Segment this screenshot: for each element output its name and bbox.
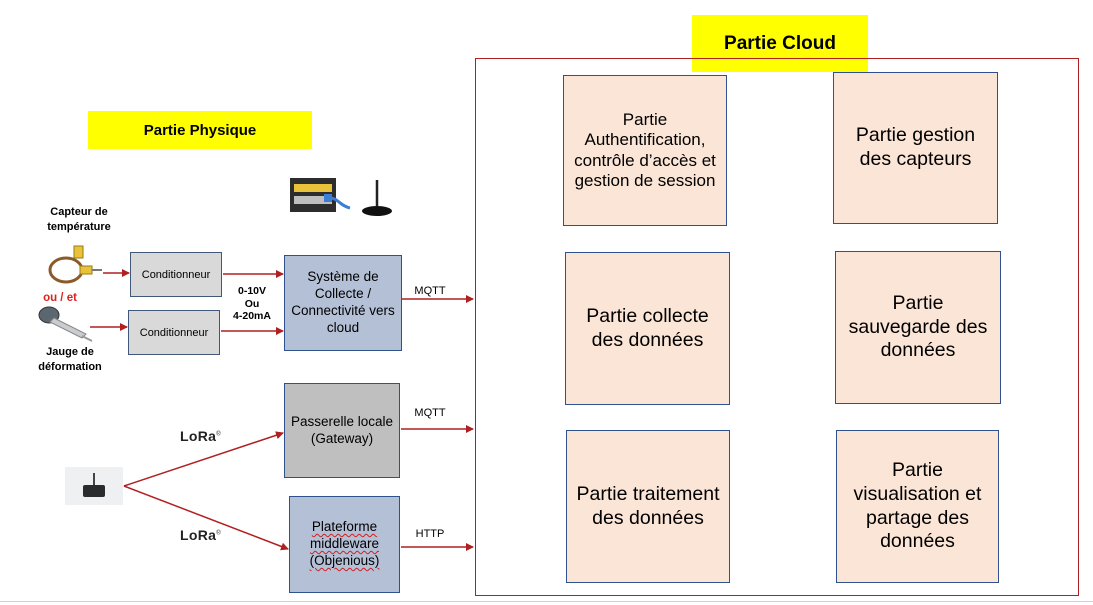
antenna-icon [362,180,392,216]
signal-range-line2: Ou [244,297,260,310]
signal-range-label: 0-10V Ou 4-20mA [224,285,280,323]
strain-gauge-label: Jauge de déformation [30,345,110,375]
cloud-frame [475,58,1079,596]
arrow-node-to-middleware [123,485,289,551]
lora-logo-1-text: LoRa [180,428,217,444]
protocol-mqtt-1-text: MQTT [414,285,446,297]
strain-gauge-label-line1: Jauge de [46,346,94,358]
signal-range-line1: 0-10V [237,285,267,297]
protocol-http: HTTP [410,528,450,540]
module-sensor-management: Partie gestion des capteurs [833,72,998,224]
module-auth: Partie Authentification, contrôle d’accè… [563,75,727,226]
middleware-line2: middleware [309,536,380,552]
lora-logo-2: LoRa® [180,527,221,543]
module-data-backup: Partie sauvegarde des données [835,251,1001,404]
physical-title: Partie Physique [88,111,312,149]
temp-sensor-label-line2: température [47,220,111,233]
strain-gauge-label-line2: déformation [38,360,102,373]
strain-gauge-icon [38,306,93,342]
arrow-node-to-gateway [123,431,284,487]
bottom-divider [0,601,1093,602]
temp-sensor-label: Capteur de température [36,205,122,235]
or-and-label: ou / et [30,292,90,304]
module-data-visualization: Partie visualisation et partage des donn… [836,430,999,583]
protocol-mqtt-2-text: MQTT [414,407,446,419]
local-gateway: Passerelle locale (Gateway) [284,383,400,478]
cloud-title-text: Partie Cloud [724,32,836,54]
module-auth-text: Partie Authentification, contrôle d’accè… [574,109,716,190]
module-data-visualization-text: Partie visualisation et partage des donn… [853,458,982,553]
thermocouple-icon [48,245,102,284]
lora-node-icon [83,473,105,497]
or-and-label-text: ou / et [43,292,77,304]
conditioner-1: Conditionneur [130,252,222,297]
module-sensor-management-text: Partie gestion des capteurs [855,124,976,170]
middleware-platform: Plateforme middleware (Objenious) [289,496,400,593]
conditioner-2-text: Conditionneur [139,326,209,339]
protocol-mqtt-2: MQTT [410,407,450,419]
protocol-mqtt-1: MQTT [410,285,450,297]
module-data-processing: Partie traitement des données [566,430,730,583]
lora-logo-1: LoRa® [180,428,221,444]
module-data-processing-text: Partie traitement des données [576,482,720,529]
cloud-title: Partie Cloud [692,15,868,72]
physical-title-text: Partie Physique [143,121,257,139]
network-switch-icon [290,178,351,212]
collection-system: Système de Collecte / Connectivité vers … [284,255,402,351]
lora-node-device [65,467,123,505]
temp-sensor-label-line1: Capteur de [50,206,108,218]
collection-system-text: Système de Collecte / Connectivité vers … [291,269,395,335]
module-data-collection-text: Partie collecte des données [586,304,709,351]
conditioner-1-text: Conditionneur [141,268,211,281]
middleware-line1: Plateforme [311,519,378,535]
module-data-collection: Partie collecte des données [565,252,730,405]
local-gateway-text: Passerelle locale (Gateway) [290,413,394,446]
signal-range-line3: 4-20mA [233,310,271,323]
lora-logo-2-text: LoRa [180,527,217,543]
conditioner-2: Conditionneur [128,310,220,355]
module-data-backup-text: Partie sauvegarde des données [848,291,988,362]
middleware-line3: (Objenious) [309,552,380,568]
protocol-http-text: HTTP [415,528,445,540]
